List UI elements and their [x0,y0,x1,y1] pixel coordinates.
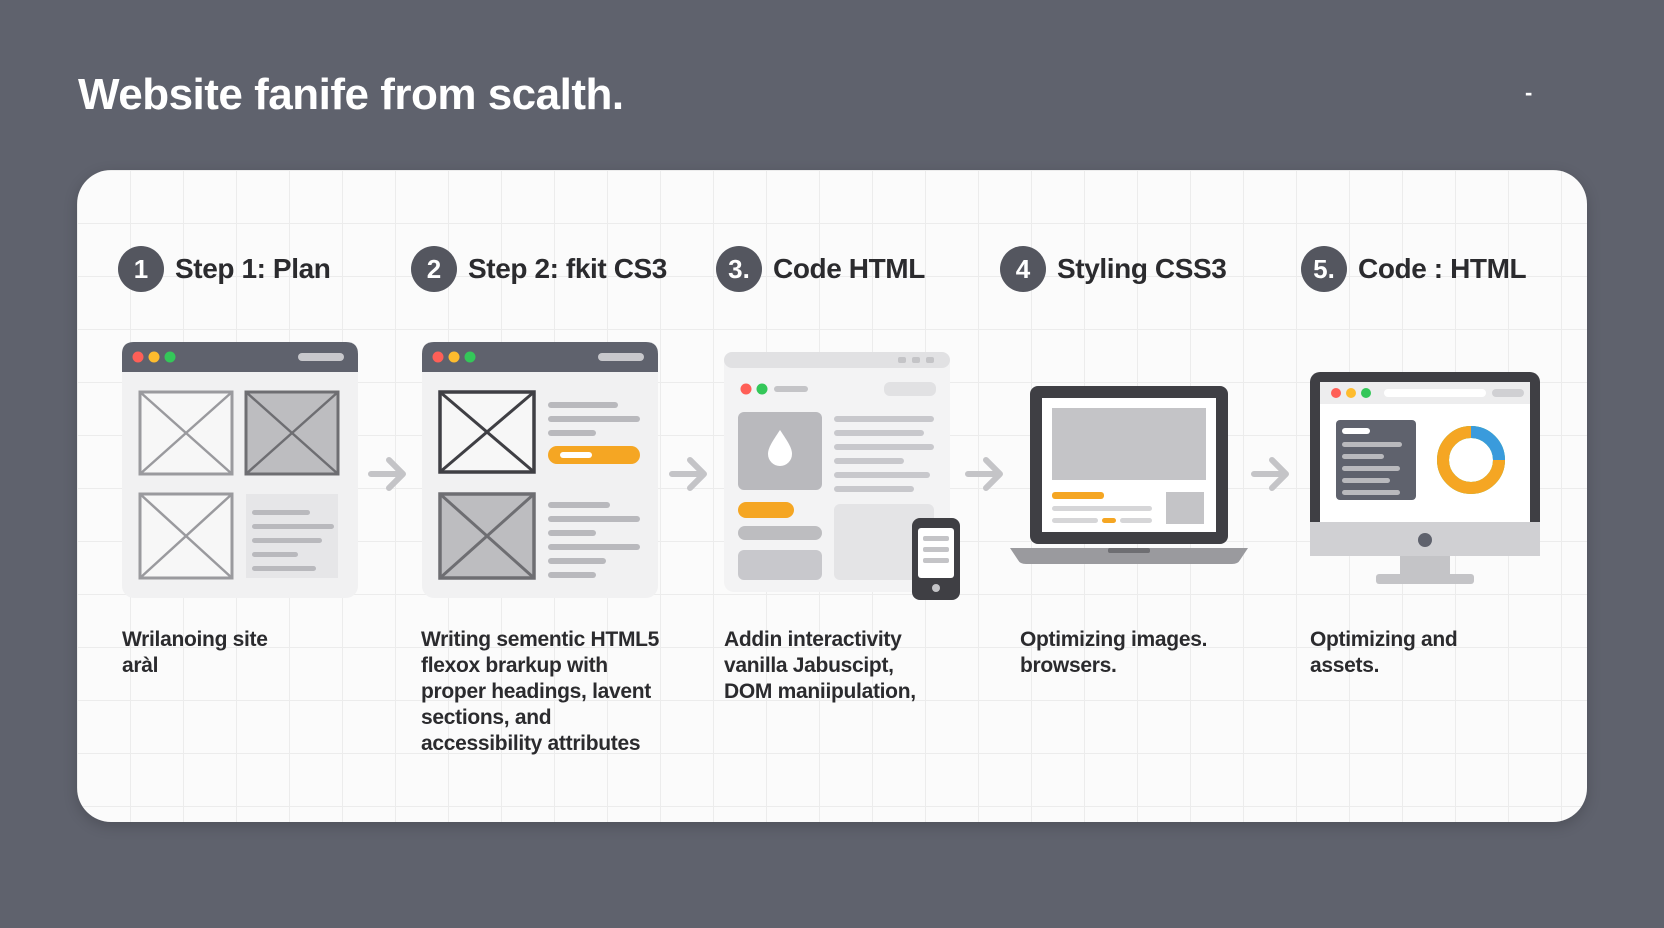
step-3-description-line: vanilla Jabuscipt, [724,654,894,677]
step-2-description-line: proper headings, lavent [421,680,651,703]
step-5-description: Optimizing and assets. [1310,627,1458,679]
step-4-header: 4 Styling CSS3 [1000,246,1227,292]
step-1-title: Step 1: Plan [175,253,331,284]
step-5-description-line: assets. [1310,654,1380,677]
step-4-description: Optimizing images. browsers. [1020,627,1207,679]
arrow-right-icon [1251,457,1289,491]
step-4-title: Styling CSS3 [1057,253,1227,284]
interactive-page-illustration [724,352,960,600]
step-5-description-line: Optimizing and [1310,628,1458,651]
step-1-number-badge: 1 [118,246,164,292]
step-3-number-badge: 3. [716,246,762,292]
step-2-title: Step 2: fkit CS3 [468,253,667,284]
step-4-number-badge: 4 [1000,246,1046,292]
step-4-description-line: browsers. [1020,654,1117,677]
step-3-description-line: Addin interactivity [724,628,902,651]
step-1-description-line: aràl [122,654,159,677]
step-1-description: Wrilanoing site aràl [122,627,268,679]
step-3-header: 3. Code HTML [716,246,925,292]
laptop-illustration [1010,386,1248,564]
page-title: Website fanife from scalth. [78,70,624,119]
step-2-number-badge: 2 [411,246,457,292]
step-3-description: Addin interactivity vanilla Jabuscipt, D… [724,627,916,705]
step-2-description: Writing sementic HTML5 flexox brarkup wi… [421,627,659,757]
step-2-header: 2 Step 2: fkit CS3 [411,246,667,292]
arrow-right-icon [368,457,406,491]
wireframe-browser-illustration [122,342,358,598]
arrow-right-icon [965,457,1003,491]
step-1-description-line: Wrilanoing site [122,628,268,651]
step-2-description-line: accessibility attributes [421,732,641,755]
desktop-monitor-illustration [1310,372,1540,584]
step-4-description-line: Optimizing images. [1020,628,1208,651]
corner-mark: - [1525,80,1533,105]
step-2-description-line: sections, and [421,706,552,729]
step-5-header: 5. Code : HTML [1301,246,1527,292]
step-5-title: Code : HTML [1358,253,1527,284]
step-2-description-line: flexox brarkup with [421,654,608,677]
step-1-header: 1 Step 1: Plan [118,246,331,292]
arrow-right-icon [669,457,707,491]
step-2-description-line: Writing sementic HTML5 [421,628,660,651]
step-5-number-badge: 5. [1301,246,1347,292]
layout-browser-illustration [422,342,658,598]
step-3-title: Code HTML [773,253,925,284]
step-3-description-line: DOM maniipulation, [724,680,916,703]
